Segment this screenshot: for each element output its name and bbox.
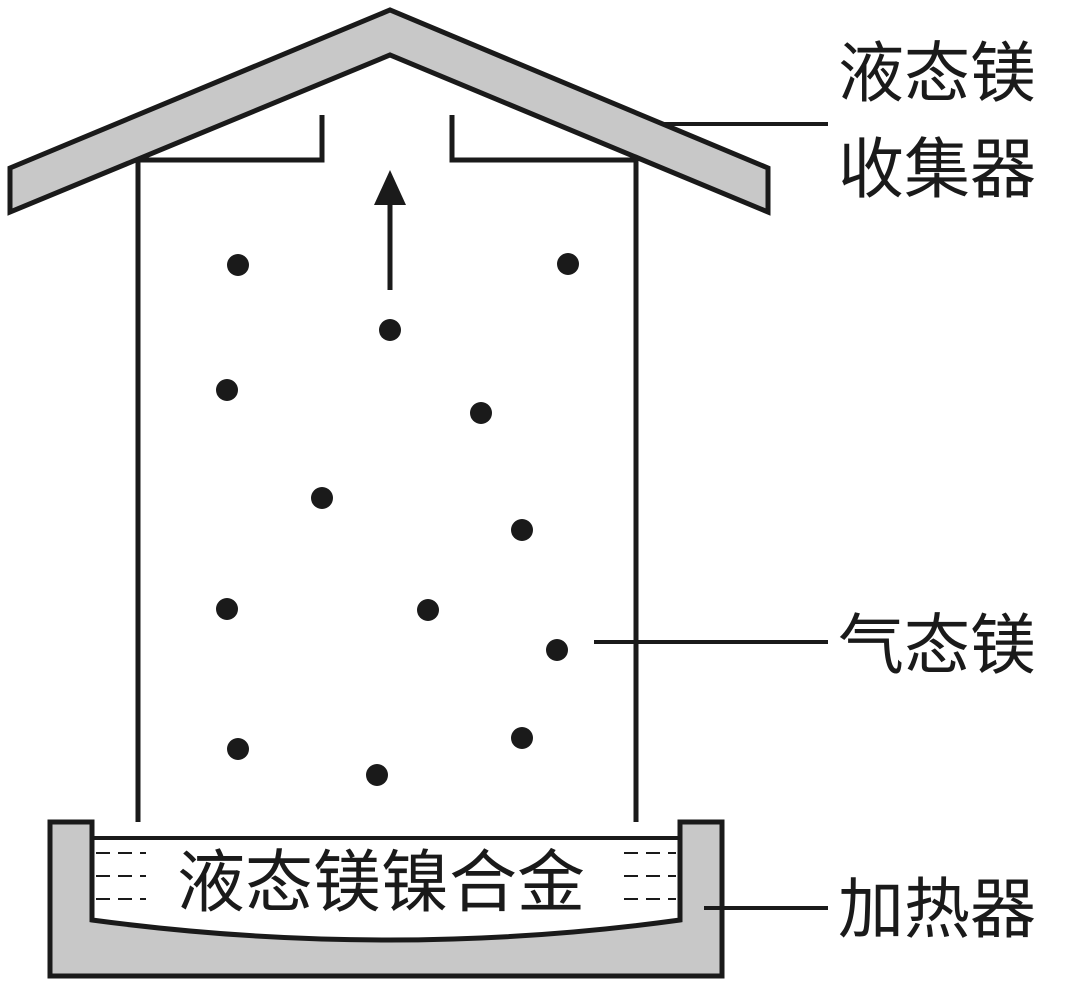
gas-particle xyxy=(216,598,238,620)
gas-particle xyxy=(546,639,568,661)
heater-label: 加热器 xyxy=(838,871,1036,948)
gas-particle xyxy=(379,319,401,341)
collector-left-lip xyxy=(138,115,325,163)
gas-particle xyxy=(216,379,238,401)
upward-flow-arrowhead xyxy=(374,170,406,205)
gas-particle xyxy=(227,738,249,760)
gas-particles xyxy=(216,253,579,786)
gas-particle xyxy=(311,487,333,509)
gas-label: 气态镁 xyxy=(838,607,1036,684)
heater-crucible xyxy=(47,819,725,979)
alloy-label: 液态镁镍合金 xyxy=(177,844,585,923)
collector-label-line2: 收集器 xyxy=(838,131,1036,208)
gas-particle xyxy=(227,254,249,276)
alloy-label-backdrop xyxy=(146,844,616,918)
collector-right-lip xyxy=(449,115,636,163)
collector-roof xyxy=(7,7,771,216)
gas-particle xyxy=(511,727,533,749)
gas-particle xyxy=(470,402,492,424)
collector-label-line1: 液态镁 xyxy=(838,35,1036,112)
gas-particle xyxy=(366,764,388,786)
gas-particle xyxy=(417,599,439,621)
gas-particle xyxy=(511,519,533,541)
gas-particle xyxy=(557,253,579,275)
